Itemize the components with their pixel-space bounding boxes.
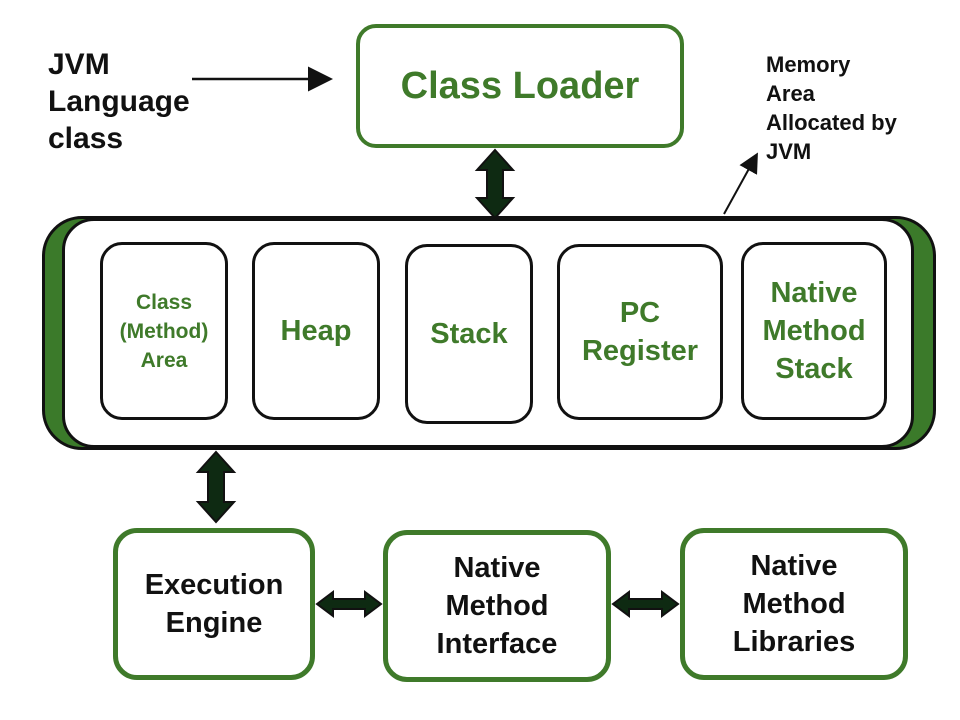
runtime-engine-double-arrow xyxy=(195,450,237,524)
engine-nmi-double-arrow xyxy=(315,590,383,618)
class-loader-box: Class Loader xyxy=(356,24,684,148)
stack-label: Stack xyxy=(430,317,508,350)
class-method-area-box: Class (Method) Area xyxy=(100,242,228,420)
heap-label: Heap xyxy=(280,314,352,347)
class-loader-label: Class Loader xyxy=(400,64,640,107)
native-method-libraries-box: Native Method Libraries xyxy=(680,528,908,680)
memory-area-note: Memory Area Allocated by JVM xyxy=(766,52,897,164)
native-method-stack-box: Native Method Stack xyxy=(741,242,887,420)
memory-note-arrow xyxy=(723,152,758,215)
jvm-language-class-label: JVM Language class xyxy=(48,48,190,155)
loader-runtime-double-arrow xyxy=(474,148,516,220)
native-method-interface-box: Native Method Interface xyxy=(383,530,611,682)
heap-box: Heap xyxy=(252,242,380,420)
execution-engine-box: Execution Engine xyxy=(113,528,315,680)
nmi-libraries-double-arrow xyxy=(611,590,680,618)
stack-box: Stack xyxy=(405,244,533,424)
pc-register-box: PC Register xyxy=(557,244,723,420)
